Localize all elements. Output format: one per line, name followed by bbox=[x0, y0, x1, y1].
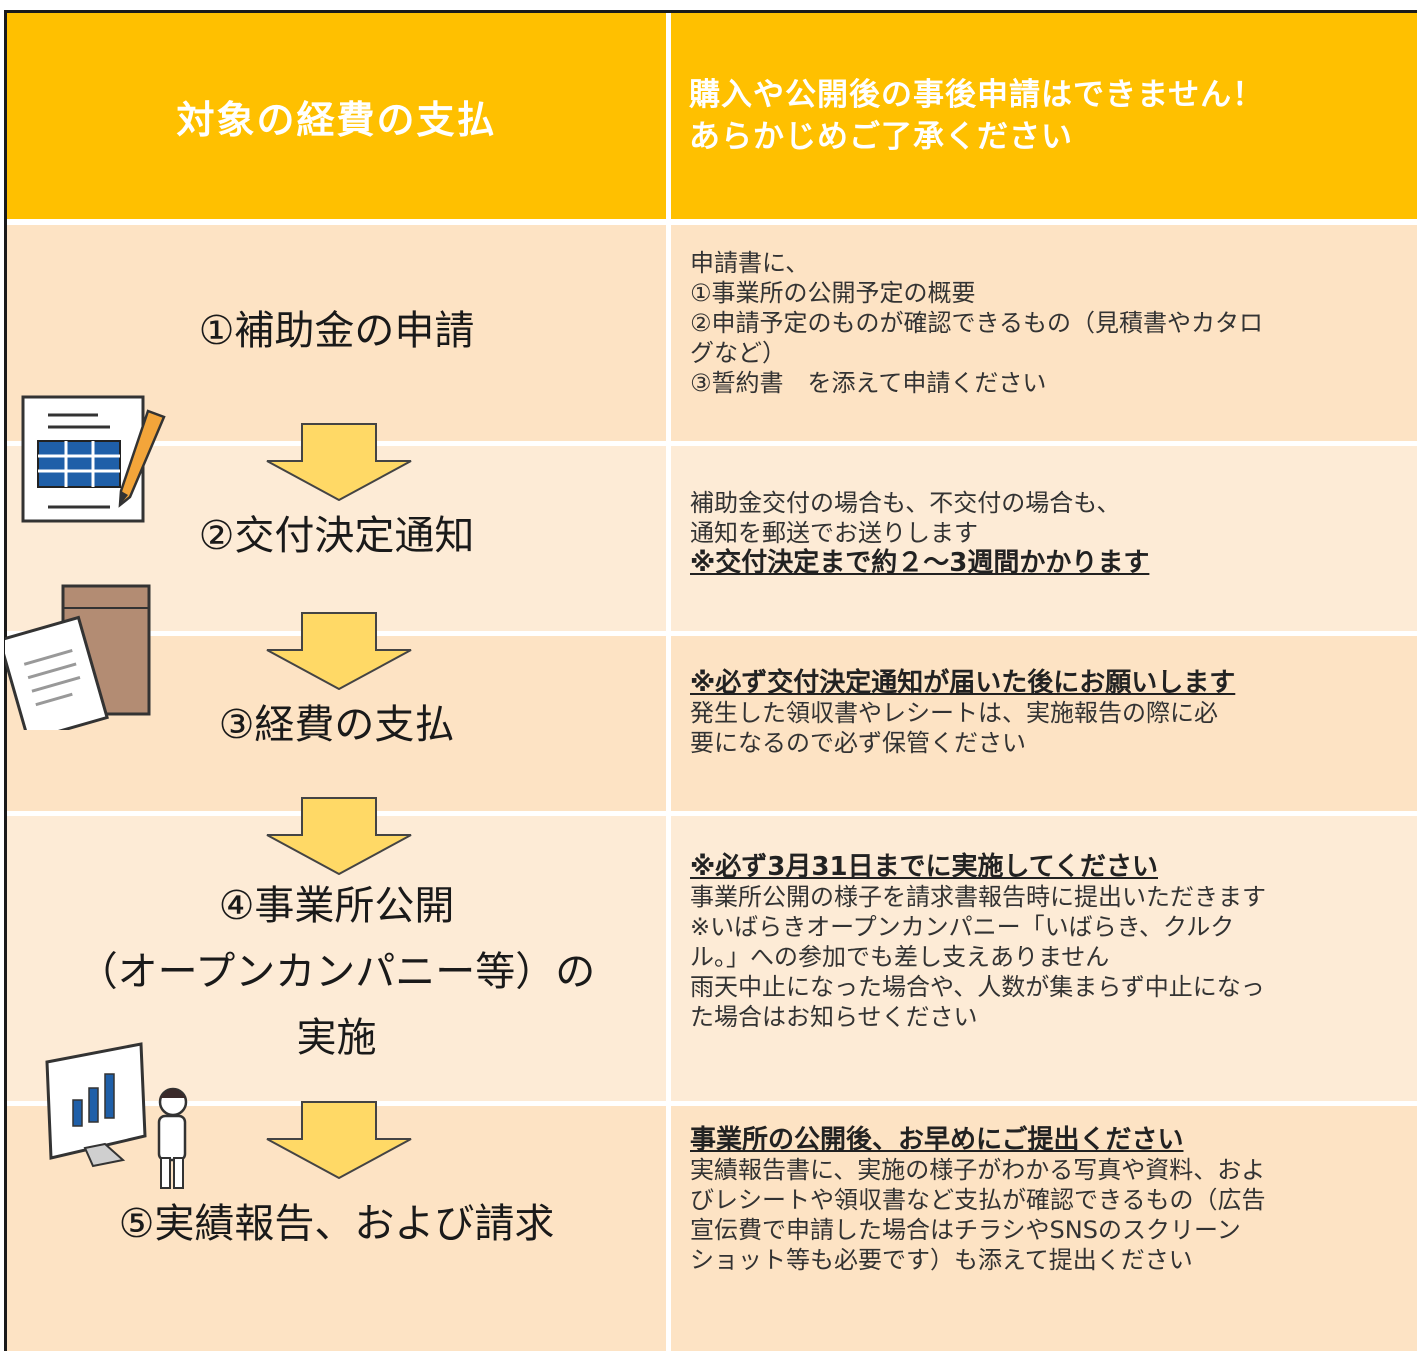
desc-line: 通知を郵送でお送りします bbox=[690, 519, 978, 547]
step3-label: ③経費の支払 bbox=[218, 702, 455, 748]
desc-line: ③誓約書 を添えて申請ください bbox=[690, 369, 1047, 397]
row2-right-bg bbox=[671, 446, 1417, 631]
desc-line: ②申請予定のものが確認できるもの（見積書やカタロ bbox=[690, 309, 1264, 337]
desc-emphasis: ※必ず交付決定通知が届いた後にお願いします bbox=[690, 668, 1236, 698]
desc-line: ショット等も必要です）も添えて提出ください bbox=[690, 1246, 1193, 1274]
desc-line: 宣伝費で申請した場合はチラシやSNSのスクリーン bbox=[690, 1216, 1241, 1244]
step4-label-line1: ④事業所公開 bbox=[218, 883, 455, 929]
desc-line: 雨天中止になった場合や、人数が集まらず中止になっ bbox=[690, 973, 1265, 1001]
desc-line: グなど） bbox=[690, 339, 786, 367]
desc-line: た場合はお知らせください bbox=[690, 1003, 978, 1031]
monitor-person-icon bbox=[45, 1042, 188, 1189]
desc-emphasis: 事業所の公開後、お早めにご提出ください bbox=[690, 1125, 1184, 1155]
down-arrow-icon bbox=[266, 612, 412, 690]
row5-right-bg bbox=[671, 1106, 1417, 1351]
step5-description: 事業所の公開後、お早めにご提出ください 実績報告書に、実施の様子がわかる写真や資… bbox=[690, 1125, 1405, 1275]
desc-line: 実績報告書に、実施の様子がわかる写真や資料、およ bbox=[690, 1156, 1266, 1184]
step1-description: 申請書に、 ①事業所の公開予定の概要 ②申請予定のものが確認できるもの（見積書や… bbox=[690, 248, 1405, 398]
step2-label: ②交付決定通知 bbox=[198, 513, 475, 559]
header-left-cell: 対象の経費の支払 bbox=[7, 13, 666, 219]
step5-label: ⑤実績報告、および請求 bbox=[118, 1201, 555, 1247]
desc-line: ※いばらきオープンカンパニー「いばらき、クルク bbox=[690, 913, 1235, 941]
desc-line: 事業所公開の様子を請求書報告時に提出いただきます bbox=[690, 883, 1266, 911]
step4-label-line2: （オープンカンパニー等）の bbox=[77, 949, 596, 995]
desc-line: ル。」への参加でも差し支えありません bbox=[690, 943, 1110, 971]
header-title: 対象の経費の支払 bbox=[176, 97, 497, 142]
desc-line: 要になるので必ず保管ください bbox=[690, 729, 1026, 757]
step4-label: ④事業所公開 （オープンカンパニー等）の 実施 bbox=[7, 873, 666, 1071]
header-right-cell: 購入や公開後の事後申請はできません！ あらかじめご了承ください bbox=[671, 13, 1417, 219]
step3-description: ※必ず交付決定通知が届いた後にお願いします 発生した領収書やレシートは、実施報告… bbox=[690, 668, 1405, 758]
table-frame bbox=[4, 10, 1417, 1351]
step2-description: 補助金交付の場合も、不交付の場合も、 通知を郵送でお送りします ※交付決定まで約… bbox=[690, 488, 1405, 578]
down-arrow-icon bbox=[266, 797, 412, 875]
row1-right-bg bbox=[671, 225, 1417, 441]
envelope-document-icon bbox=[5, 584, 151, 730]
desc-line: 発生した領収書やレシートは、実施報告の際に必 bbox=[690, 699, 1218, 727]
header-note-line2: あらかじめご了承ください bbox=[689, 119, 1073, 155]
header-note-line1: 購入や公開後の事後申請はできません！ bbox=[689, 77, 1265, 113]
document-pen-icon bbox=[21, 395, 166, 523]
desc-line: 補助金交付の場合も、不交付の場合も、 bbox=[690, 489, 1121, 517]
desc-emphasis: ※必ず3月31日までに実施してください bbox=[690, 852, 1158, 882]
step1-label: ①補助金の申請 bbox=[198, 308, 475, 354]
desc-emphasis: ※交付決定まで約２～3週間かかります bbox=[690, 548, 1150, 578]
desc-line: びレシートや領収書など支払が確認できるもの（広告 bbox=[690, 1186, 1266, 1214]
header-note: 購入や公開後の事後申請はできません！ あらかじめご了承ください bbox=[689, 74, 1264, 158]
row4-right-bg bbox=[671, 816, 1417, 1101]
row3-right-bg bbox=[671, 636, 1417, 811]
step4-label-line3: 実施 bbox=[296, 1015, 377, 1061]
desc-line: 申請書に、 bbox=[690, 249, 810, 277]
desc-line: ①事業所の公開予定の概要 bbox=[690, 279, 976, 307]
step4-description: ※必ず3月31日までに実施してください 事業所公開の様子を請求書報告時に提出いた… bbox=[690, 852, 1405, 1032]
down-arrow-icon bbox=[266, 423, 412, 501]
down-arrow-icon bbox=[266, 1101, 412, 1179]
